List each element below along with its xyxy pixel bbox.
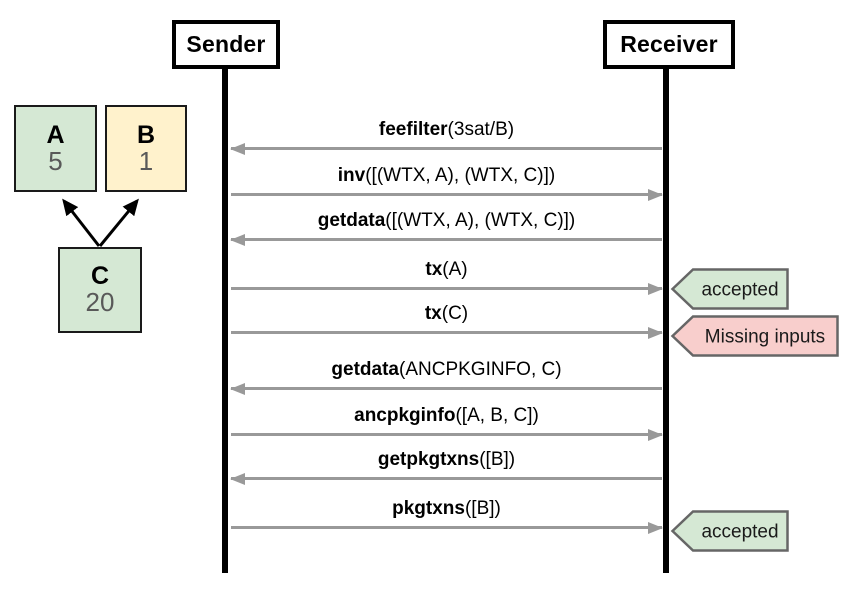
message-args: ([(WTX, A), (WTX, C)]): [365, 165, 556, 186]
dependency-arrows: [62, 198, 139, 247]
message-name: getdata: [317, 210, 386, 231]
message-name: pkgtxns: [392, 498, 465, 519]
tag-shape: [670, 510, 789, 552]
message-label: inv([(WTX, A), (WTX, C)]): [231, 165, 662, 187]
tag-label: Missing inputs: [705, 327, 825, 348]
arrow-receiver-to-sender: [231, 147, 662, 150]
result-tag-accepted-pkgtxns: accepted: [670, 510, 789, 552]
message-name: tx: [424, 303, 442, 324]
message-label: feefilter(3sat/B): [231, 119, 662, 141]
arrow-sender-to-receiver: [231, 433, 662, 436]
arrow-sender-to-receiver: [231, 331, 662, 334]
tag-label: accepted: [701, 280, 778, 301]
message-row-tx-a: tx(A): [231, 256, 662, 290]
message-row-pkgtxns: pkgtxns([B]): [231, 495, 662, 529]
lifeline-receiver: [663, 67, 669, 573]
actor-box-sender: Sender: [172, 20, 280, 69]
message-label: ancpkginfo([A, B, C]): [231, 405, 662, 427]
tx-node-b-label: B: [136, 120, 156, 149]
message-label: tx(A): [231, 259, 662, 281]
tag-label: accepted: [701, 522, 778, 543]
lifeline-sender: [222, 67, 228, 573]
message-name: inv: [337, 165, 366, 186]
message-row-ancpkginfo: ancpkginfo([A, B, C]): [231, 402, 662, 436]
message-row-inv: inv([(WTX, A), (WTX, C)]): [231, 162, 662, 196]
arrow-receiver-to-sender: [231, 387, 662, 390]
tx-node-c-fee: 20: [85, 287, 115, 318]
message-name: feefilter: [378, 119, 448, 140]
message-name: getpkgtxns: [377, 449, 480, 470]
tx-node-a-fee: 5: [48, 145, 63, 176]
message-label: getpkgtxns([B]): [231, 449, 662, 471]
dependency-arrow-c-to-a: [62, 198, 101, 247]
message-args: ([(WTX, A), (WTX, C)]): [385, 210, 576, 231]
tx-node-b: B 1: [105, 105, 187, 192]
arrow-sender-to-receiver: [231, 193, 662, 196]
tx-node-c-label: C: [90, 262, 110, 291]
message-row-getpkgtxns: getpkgtxns([B]): [231, 446, 662, 480]
arrow-sender-to-receiver: [231, 526, 662, 529]
message-row-getdata-wtx: getdata([(WTX, A), (WTX, C)]): [231, 207, 662, 241]
message-args: (ANCPKGINFO, C): [399, 359, 562, 380]
message-row-feefilter: feefilter(3sat/B): [231, 116, 662, 150]
tx-node-c: C 20: [58, 247, 142, 333]
message-args: (3sat/B): [447, 119, 515, 140]
message-label: getdata(ANCPKGINFO, C): [231, 359, 662, 381]
tag-shape: [670, 315, 839, 357]
message-args: ([B]): [479, 449, 516, 470]
actor-box-receiver: Receiver: [603, 20, 735, 69]
message-name: tx: [425, 259, 443, 280]
message-label: getdata([(WTX, A), (WTX, C)]): [231, 210, 662, 232]
arrow-receiver-to-sender: [231, 238, 662, 241]
tx-node-a-label: A: [46, 120, 65, 149]
message-args: (C): [441, 303, 469, 324]
message-row-tx-c: tx(C): [231, 300, 662, 334]
arrow-receiver-to-sender: [231, 477, 662, 480]
result-tag-missing-inputs-tx-c: Missing inputs: [670, 315, 839, 357]
dependency-arrow-c-to-b: [98, 198, 139, 247]
arrow-sender-to-receiver: [231, 287, 662, 290]
message-args: ([B]): [464, 498, 501, 519]
result-tag-accepted-tx-a: accepted: [670, 268, 789, 310]
tx-node-a: A 5: [14, 105, 97, 192]
tx-node-b-fee: 1: [138, 145, 154, 176]
message-name: ancpkginfo: [354, 405, 456, 426]
tag-shape: [670, 268, 789, 310]
message-label: pkgtxns([B]): [231, 498, 662, 520]
message-name: getdata: [331, 359, 399, 380]
message-label: tx(C): [231, 303, 662, 325]
message-row-getdata-ancpkginfo: getdata(ANCPKGINFO, C): [231, 356, 662, 390]
message-args: (A): [442, 259, 468, 280]
message-args: ([A, B, C]): [455, 405, 539, 426]
